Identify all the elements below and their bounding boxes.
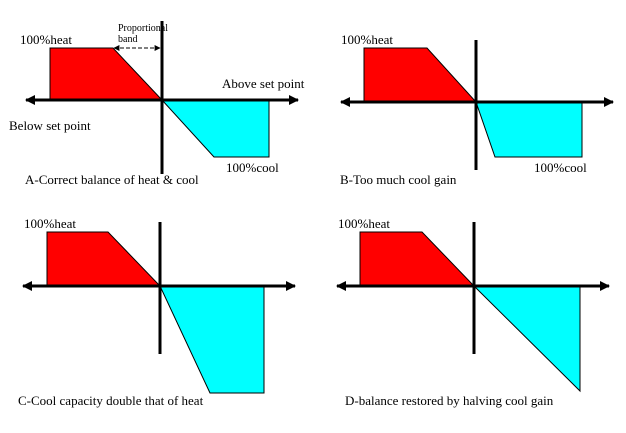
heat-region <box>49 47 164 101</box>
heat-region <box>46 231 162 287</box>
heat-label: 100%heat <box>341 32 393 47</box>
proportional-label: Proportional <box>118 23 168 34</box>
heat-label: 100%heat <box>338 216 390 231</box>
below-set-point-label: Below set point <box>9 118 91 133</box>
panel-caption: B-Too much cool gain <box>340 172 457 187</box>
panel-caption: A-Correct balance of heat & cool <box>25 172 199 187</box>
cool-region <box>472 285 581 393</box>
panel-d: 100%heat D-balance restored by halving c… <box>336 216 610 408</box>
panel-a: 100%heat Proportional band Above set poi… <box>9 21 305 187</box>
cool-region <box>475 101 583 158</box>
panel-c: 100%heat C-Cool capacity double that of … <box>18 216 296 408</box>
heat-label: 100%heat <box>24 216 76 231</box>
panel-b: 100%heat 100%cool B-Too much cool gain <box>340 32 614 187</box>
heat-region <box>359 231 476 287</box>
cool-label: 100%cool <box>226 160 279 175</box>
panel-caption: C-Cool capacity double that of heat <box>18 393 204 408</box>
panel-caption: D-balance restored by halving cool gain <box>345 393 554 408</box>
heat-region <box>363 47 478 103</box>
cool-region <box>160 99 270 158</box>
cool-region <box>159 285 265 394</box>
heat-label: 100%heat <box>20 32 72 47</box>
band-label: band <box>118 34 137 45</box>
above-set-point-label: Above set point <box>222 76 305 91</box>
cool-label: 100%cool <box>534 160 587 175</box>
